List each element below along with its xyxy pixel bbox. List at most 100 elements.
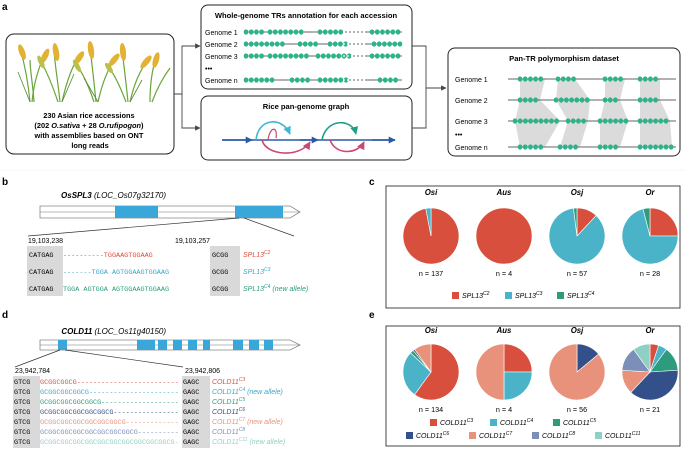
tr-unit bbox=[618, 76, 623, 82]
spl-right-flank-shade bbox=[210, 246, 240, 296]
pan-genome-label: Genome 3 bbox=[455, 119, 488, 126]
tr-unit bbox=[554, 118, 559, 124]
allele-label: COLD11C7 (new allele) bbox=[212, 417, 283, 426]
pan-genome-label: Genome 1 bbox=[455, 77, 488, 84]
pan-genome-graph-illustration bbox=[222, 121, 396, 154]
tr-unit bbox=[653, 76, 658, 82]
tr-unit bbox=[543, 118, 549, 124]
tr-unit bbox=[533, 118, 539, 124]
tr-unit bbox=[243, 77, 249, 83]
tr-unit bbox=[254, 29, 259, 35]
pie-slice bbox=[621, 208, 679, 265]
pie-sample-size: n = 57 bbox=[567, 269, 587, 278]
repeat-seq: GCGGCGGCGGCGGCGGCGGCGGCG---------- bbox=[40, 429, 179, 437]
flank-left-seq: CATGAG bbox=[29, 252, 53, 260]
tr-unit bbox=[523, 118, 528, 124]
pan-genome-label: Genome n bbox=[455, 145, 488, 152]
tr-unit bbox=[264, 77, 270, 83]
flank-right-seq: GCGG bbox=[212, 269, 228, 277]
legend-swatch bbox=[469, 432, 476, 439]
tr-unit bbox=[538, 76, 544, 82]
legend-swatch bbox=[406, 432, 413, 439]
tr-unit bbox=[569, 97, 574, 103]
tr-unit bbox=[243, 29, 249, 35]
tr-unit bbox=[387, 41, 392, 47]
tr-unit bbox=[272, 29, 278, 35]
arrow-tr-to-dataset bbox=[412, 45, 447, 91]
tr-unit bbox=[571, 76, 576, 82]
tr-unit bbox=[557, 144, 563, 150]
cold-gene-title: COLD11 (LOC_Os11g40150) bbox=[61, 327, 166, 336]
tr-unit bbox=[648, 118, 653, 124]
tr-unit bbox=[293, 53, 299, 59]
pie-slice bbox=[503, 343, 533, 373]
tr-unit bbox=[393, 77, 398, 83]
flank-right-seq: GCGG bbox=[212, 252, 228, 260]
pie-slice bbox=[573, 207, 578, 237]
tr-unit bbox=[248, 41, 254, 47]
flank-right-seq: GAGC bbox=[183, 439, 199, 447]
legend-label: COLD11C5 bbox=[563, 418, 596, 427]
tr-unit bbox=[326, 53, 331, 59]
tr-unit bbox=[648, 76, 653, 82]
pie-slice bbox=[548, 343, 606, 401]
tr-unit bbox=[517, 118, 523, 124]
repeat-seq: GCGGCGGCGGCGGCG------------------- bbox=[40, 399, 179, 407]
tr-unit bbox=[248, 29, 254, 35]
tr-genome-label: Genome 3 bbox=[205, 54, 238, 61]
tr-unit bbox=[333, 29, 338, 35]
tr-unit bbox=[533, 76, 538, 82]
repeat-seq: GCGGCGGCGGCGGCGGCGGCGGCGGCGGCGGCG- bbox=[40, 439, 179, 447]
flank-right-seq: GAGC bbox=[183, 409, 199, 417]
flank-left-seq: GTCG bbox=[14, 379, 30, 387]
pie-sample-size: n = 28 bbox=[640, 269, 660, 278]
cold-right-flank-shade bbox=[182, 376, 210, 448]
tr-unit bbox=[538, 144, 544, 150]
tr-unit bbox=[259, 29, 264, 35]
tr-unit bbox=[374, 29, 380, 35]
tr-unit bbox=[371, 41, 377, 47]
tr-unit bbox=[333, 77, 338, 83]
tr-unit bbox=[623, 118, 629, 124]
cold-coord-right: 23,942,806 bbox=[185, 368, 220, 375]
pan-tr-dataset-title: Pan-TR polymorphism dataset bbox=[509, 54, 619, 63]
rice-caption: 230 Asian rice accessions (202 O.sativa … bbox=[34, 111, 146, 150]
panel-label-a: a bbox=[2, 2, 8, 13]
legend-swatch bbox=[490, 419, 497, 426]
allele-label: COLD11C4 (new allele) bbox=[212, 387, 283, 396]
pan-genome-label: ••• bbox=[455, 132, 463, 139]
tr-unit bbox=[343, 77, 349, 83]
tr-unit bbox=[642, 97, 648, 103]
tr-unit bbox=[269, 41, 275, 47]
tr-unit bbox=[377, 77, 383, 83]
pie-slice bbox=[642, 207, 651, 237]
tr-unit bbox=[317, 77, 323, 83]
tr-unit bbox=[573, 144, 578, 150]
flank-left-seq: CATGAG bbox=[29, 286, 53, 294]
allele-label: COLD11C6 bbox=[212, 407, 245, 416]
tr-unit bbox=[280, 41, 285, 47]
tr-unit bbox=[297, 41, 303, 47]
pie-sample-size: n = 4 bbox=[496, 405, 512, 414]
tr-unit bbox=[517, 76, 523, 82]
tr-unit bbox=[637, 97, 643, 103]
tr-unit bbox=[528, 76, 533, 82]
flank-left-seq: GTCG bbox=[14, 439, 30, 447]
pie-slice bbox=[414, 343, 460, 401]
legend-swatch bbox=[505, 292, 512, 299]
pie-slice bbox=[548, 207, 606, 265]
tr-genome-label: Genome n bbox=[205, 78, 238, 85]
tr-unit bbox=[332, 41, 338, 47]
tr-unit bbox=[243, 41, 249, 47]
flank-right-seq: GAGC bbox=[183, 389, 199, 397]
tr-unit bbox=[327, 41, 333, 47]
tr-unit bbox=[369, 53, 375, 59]
legend-label: SPL13C4 bbox=[567, 291, 595, 300]
tr-unit bbox=[369, 29, 375, 35]
tr-unit bbox=[562, 144, 568, 150]
tr-unit bbox=[522, 144, 528, 150]
tr-unit bbox=[566, 76, 571, 82]
